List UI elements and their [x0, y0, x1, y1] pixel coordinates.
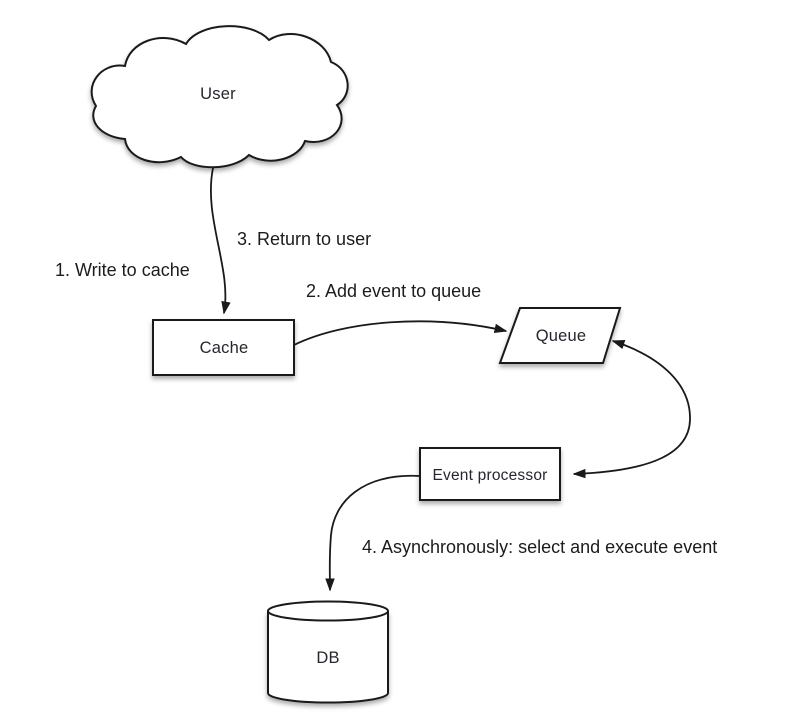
queue-parallelogram [498, 307, 622, 364]
node-db-label: DB [316, 649, 339, 667]
edge-cache-to-queue [293, 320, 508, 346]
edge-event-processor-to-db [325, 475, 421, 592]
edge-queue-event-processor [572, 340, 691, 479]
cache-box [152, 319, 295, 376]
db-cylinder-body [267, 611, 389, 704]
db-cylinder-top [267, 600, 389, 622]
event-processor-box [419, 447, 561, 501]
node-queue-label: Queue [536, 327, 587, 345]
cloud-shape-icon [90, 25, 349, 169]
node-event-processor: Event processor [419, 447, 561, 501]
node-user-label: User [200, 85, 236, 103]
node-cache: Cache [152, 319, 295, 376]
edge-label-return-to-user: 3. Return to user [237, 229, 371, 249]
edge-label-write-to-cache: 1. Write to cache [55, 260, 190, 280]
node-event-processor-label: Event processor [433, 467, 548, 484]
node-layer: User Cache Queue Event processor DB [90, 25, 622, 704]
node-queue: Queue [498, 307, 622, 364]
node-cache-label: Cache [200, 339, 249, 357]
edge-label-async-execute: 4. Asynchronously: select and execute ev… [362, 537, 717, 557]
edge-label-layer: 1. Write to cache 3. Return to user 2. A… [55, 229, 717, 557]
edge-label-add-event-to-queue: 2. Add event to queue [306, 281, 481, 301]
node-db: DB [267, 600, 389, 704]
edge-layer [209, 167, 691, 592]
edge-user-to-cache [209, 167, 231, 315]
node-user: User [90, 25, 349, 169]
